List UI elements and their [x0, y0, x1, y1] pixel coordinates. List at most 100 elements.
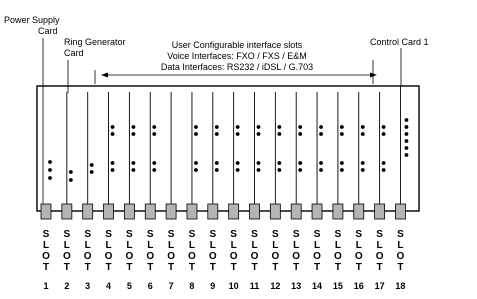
slot-15-word-letter: S — [334, 229, 342, 240]
slot-2-word-letter: L — [63, 240, 70, 251]
slot-6-led-2 — [152, 132, 157, 136]
slot-12-led-4 — [277, 168, 282, 172]
slot-15-led-2 — [340, 132, 344, 136]
slot-17-word-letter: S — [376, 229, 383, 240]
slot-11-word-letter: T — [251, 262, 258, 273]
user-slots-title: User Configurable interface slots — [171, 40, 303, 50]
slot-16-led-3 — [360, 161, 365, 165]
slot-16-number: 16 — [353, 281, 364, 291]
power-supply-label-line1: Power Supply — [4, 15, 60, 25]
slot-7-word-letter: L — [168, 240, 175, 251]
slot-2-led-2 — [68, 178, 73, 182]
span-arrow-right-head — [370, 72, 377, 78]
ring-generator-label-line1: Ring Generator — [64, 37, 126, 47]
control-card-label: Control Card 1 — [370, 37, 429, 47]
slot-9-word-letter: O — [208, 251, 217, 262]
slot-15-led-4 — [340, 168, 344, 172]
slot-3-led-1 — [89, 163, 94, 167]
slot-7-word-letter: T — [168, 262, 175, 273]
slot-18-led-1 — [404, 118, 409, 122]
slot-15-word-letter: T — [334, 262, 341, 273]
slot-2-led-1 — [68, 170, 73, 174]
slot-4-led-4 — [110, 168, 115, 172]
slot-16-word-letter: T — [355, 262, 362, 273]
slot-4-word-letter: O — [104, 251, 113, 262]
slot-1-word-letter: T — [42, 262, 50, 273]
slot-1-led-1 — [48, 160, 52, 164]
slot-13-led-3 — [298, 161, 303, 165]
power-supply-label: Power Supply Card — [4, 15, 60, 37]
slot-14-led-3 — [319, 161, 323, 165]
slot-11-connector — [249, 203, 260, 220]
slot-10-word-letter: L — [230, 240, 237, 251]
slot-16-word-letter: L — [355, 240, 362, 251]
slot-1-number: 1 — [43, 281, 49, 291]
slot-1-led-2 — [48, 168, 52, 172]
slot-6-word-letter: L — [147, 240, 154, 251]
slot-14-connector — [311, 203, 323, 220]
slot-4-word-letter: T — [105, 262, 112, 273]
slot-13-word-letter: O — [292, 251, 301, 262]
slot-15-led-1 — [340, 125, 344, 129]
slot-16-led-2 — [360, 132, 365, 136]
slot-3-number: 3 — [85, 281, 91, 291]
slot-16-led-1 — [360, 125, 365, 129]
slot-13-word-letter: T — [293, 262, 300, 273]
slot-11-word-letter: L — [251, 240, 258, 251]
slot-9-word-letter: L — [209, 240, 216, 251]
slot-5-led-1 — [131, 125, 136, 129]
slot-5-led-3 — [131, 161, 136, 165]
slot-15-word-letter: O — [334, 251, 342, 262]
slot-10-number: 10 — [228, 281, 239, 291]
slot-15-led-3 — [340, 161, 344, 165]
slot-11-led-3 — [256, 161, 261, 165]
slot-3-led-2 — [89, 170, 94, 174]
slot-18-word-letter: O — [396, 251, 405, 262]
slot-5-number: 5 — [126, 281, 132, 291]
slot-5-led-4 — [131, 168, 136, 172]
slot-16-word-letter: O — [354, 251, 363, 262]
slot-9-led-2 — [214, 132, 219, 136]
slot-4-word-letter: S — [105, 229, 112, 240]
slot-18-led-2 — [404, 125, 409, 129]
slot-10-word-letter: T — [230, 262, 237, 273]
slot-10-led-2 — [235, 132, 240, 136]
slot-5-word-letter: L — [126, 240, 133, 251]
slot-6-led-3 — [152, 161, 157, 165]
slot-5-word-letter: T — [126, 262, 133, 273]
slot-9-word-letter: S — [209, 229, 217, 240]
slot-12-connector — [269, 203, 281, 220]
slot-17-connector — [374, 203, 386, 220]
slot-8-led-4 — [194, 168, 198, 172]
user-slots-label: User Configurable interface slots Voice … — [137, 40, 337, 73]
slot-13-number: 13 — [291, 281, 302, 291]
slot-1-led-3 — [48, 176, 52, 180]
slot-1-word-letter: L — [42, 240, 50, 251]
slot-13-connector — [290, 203, 302, 220]
slot-6-word-letter: T — [147, 262, 154, 273]
slot-15-word-letter: L — [334, 240, 341, 251]
slot-12-word-letter: S — [272, 229, 279, 240]
slot-18-word-letter: L — [397, 240, 404, 251]
slot-14-led-2 — [319, 132, 323, 136]
slot-7-word-letter: S — [167, 229, 175, 240]
ring-generator-label: Ring Generator Card — [64, 37, 126, 59]
slot-16-word-letter: S — [355, 229, 363, 240]
slot-7-number: 7 — [168, 281, 174, 291]
slot-18-led-5 — [404, 146, 409, 150]
slot-15-connector — [332, 203, 344, 220]
slot-5-word-letter: O — [125, 251, 134, 262]
slot-17-word-letter: T — [376, 262, 383, 273]
slot-9-word-letter: T — [209, 262, 216, 273]
slot-13-word-letter: L — [293, 240, 300, 251]
